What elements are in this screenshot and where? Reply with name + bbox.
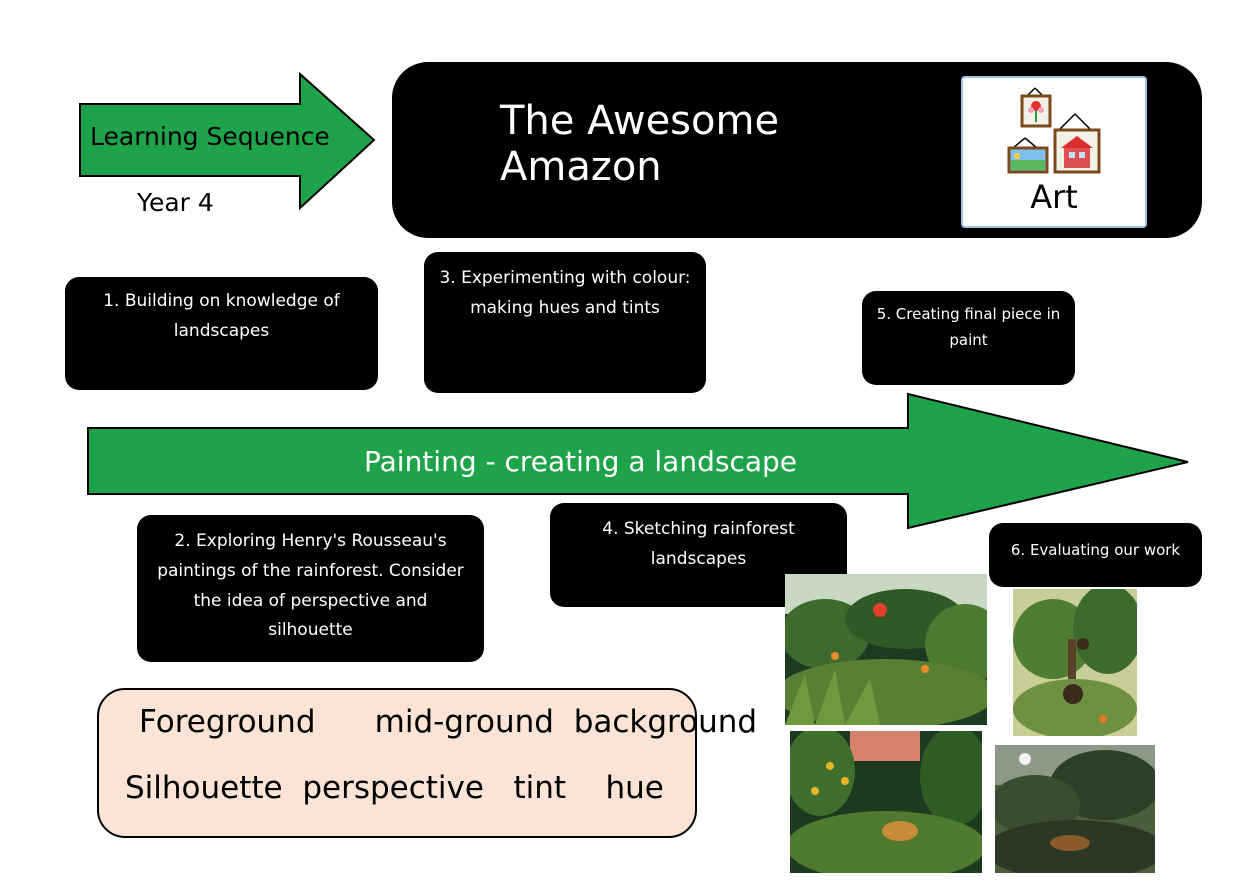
page-title: The Awesome Amazon <box>500 98 780 190</box>
rousseau-painting-4 <box>995 745 1155 873</box>
timeline-label: Painting - creating a landscape <box>364 445 798 478</box>
art-subject-card: Art <box>961 76 1147 228</box>
step-5-text: 5. Creating final piece in paint <box>876 305 1061 350</box>
vocabulary-line-1: Foreground mid-ground background <box>139 704 758 740</box>
year-label: Year 4 <box>137 188 214 217</box>
step-4-text: 4. Sketching rainforest landscapes <box>602 519 795 569</box>
step-1-box: 1. Building on knowledge of landscapes <box>65 277 378 390</box>
learning-sequence-label: Learning Sequence <box>90 122 330 151</box>
step-1-text: 1. Building on knowledge of landscapes <box>103 291 340 341</box>
step-3-text: 3. Experimenting with colour: making hue… <box>439 268 691 318</box>
step-5-box: 5. Creating final piece in paint <box>862 291 1075 385</box>
rousseau-painting-2 <box>1013 589 1137 736</box>
step-6-text: 6. Evaluating our work <box>1010 541 1181 559</box>
timeline-arrow <box>87 392 1189 530</box>
step-2-box: 2. Exploring Henry's Rousseau's painting… <box>137 515 484 662</box>
art-label: Art <box>1030 178 1078 216</box>
step-3-box: 3. Experimenting with colour: making hue… <box>424 252 706 393</box>
vocabulary-line-2: Silhouette perspective tint hue <box>125 770 664 806</box>
rousseau-painting-3 <box>790 731 982 873</box>
art-gallery-icon <box>1007 87 1101 174</box>
step-2-text: 2. Exploring Henry's Rousseau's painting… <box>157 531 464 641</box>
vocabulary-box: Foreground mid-ground background Silhoue… <box>97 688 757 838</box>
step-6-box: 6. Evaluating our work <box>989 523 1202 587</box>
learning-sequence-arrow <box>79 72 376 211</box>
rousseau-painting-1 <box>785 574 987 725</box>
